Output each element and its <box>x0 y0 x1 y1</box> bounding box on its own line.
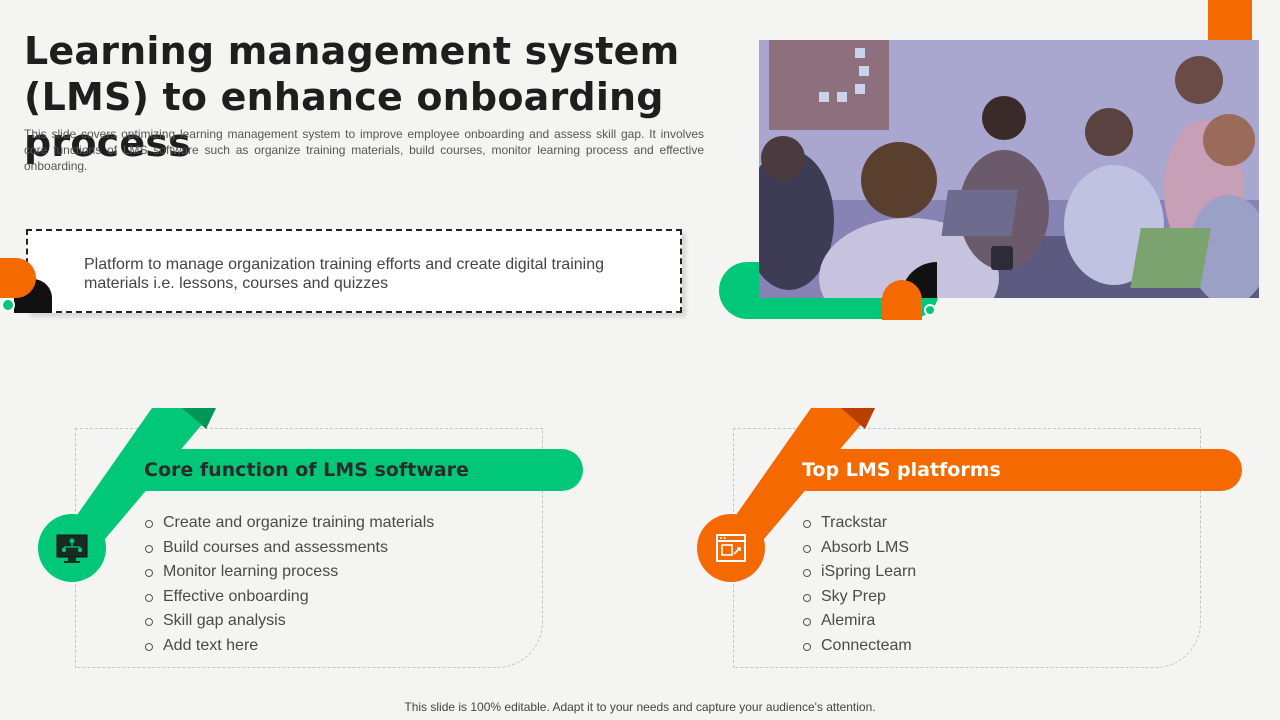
top-platforms-title: Top LMS platforms <box>784 449 1242 491</box>
list-item: Skill gap analysis <box>145 609 434 634</box>
slide-footer: This slide is 100% editable. Adapt it to… <box>404 700 876 714</box>
list-item: Monitor learning process <box>145 560 434 585</box>
top-platforms-list: Trackstar Absorb LMS iSpring Learn Sky P… <box>803 511 916 658</box>
top-platforms-icon-circle <box>697 514 765 582</box>
list-item: Trackstar <box>803 511 916 536</box>
web-browser-icon <box>716 534 746 562</box>
list-item: Alemira <box>803 609 916 634</box>
highlight-box <box>26 229 682 313</box>
list-item: Sky Prep <box>803 585 916 610</box>
corner-accent <box>1208 0 1252 40</box>
core-function-list: Create and organize training materials B… <box>145 511 434 658</box>
list-item: Absorb LMS <box>803 536 916 561</box>
photo-orange-half-circle <box>882 280 922 320</box>
list-item: iSpring Learn <box>803 560 916 585</box>
list-item: Build courses and assessments <box>145 536 434 561</box>
slide-title: Learning management system (LMS) to enha… <box>24 29 680 165</box>
highlight-text: Platform to manage organization training… <box>84 256 605 292</box>
highlight-green-dot <box>1 298 15 312</box>
list-item: Create and organize training materials <box>145 511 434 536</box>
team-meeting-photo <box>759 40 1259 298</box>
core-function-icon-circle <box>38 514 106 582</box>
photo-green-dot <box>924 304 936 316</box>
computer-network-icon <box>56 534 88 563</box>
highlight-orange-shape <box>0 258 36 298</box>
slide-description: This slide covers optimizing learning ma… <box>24 127 704 173</box>
list-item: Add text here <box>145 634 434 659</box>
list-item: Effective onboarding <box>145 585 434 610</box>
list-item: Connecteam <box>803 634 916 659</box>
core-function-title: Core function of LMS software <box>126 449 583 491</box>
